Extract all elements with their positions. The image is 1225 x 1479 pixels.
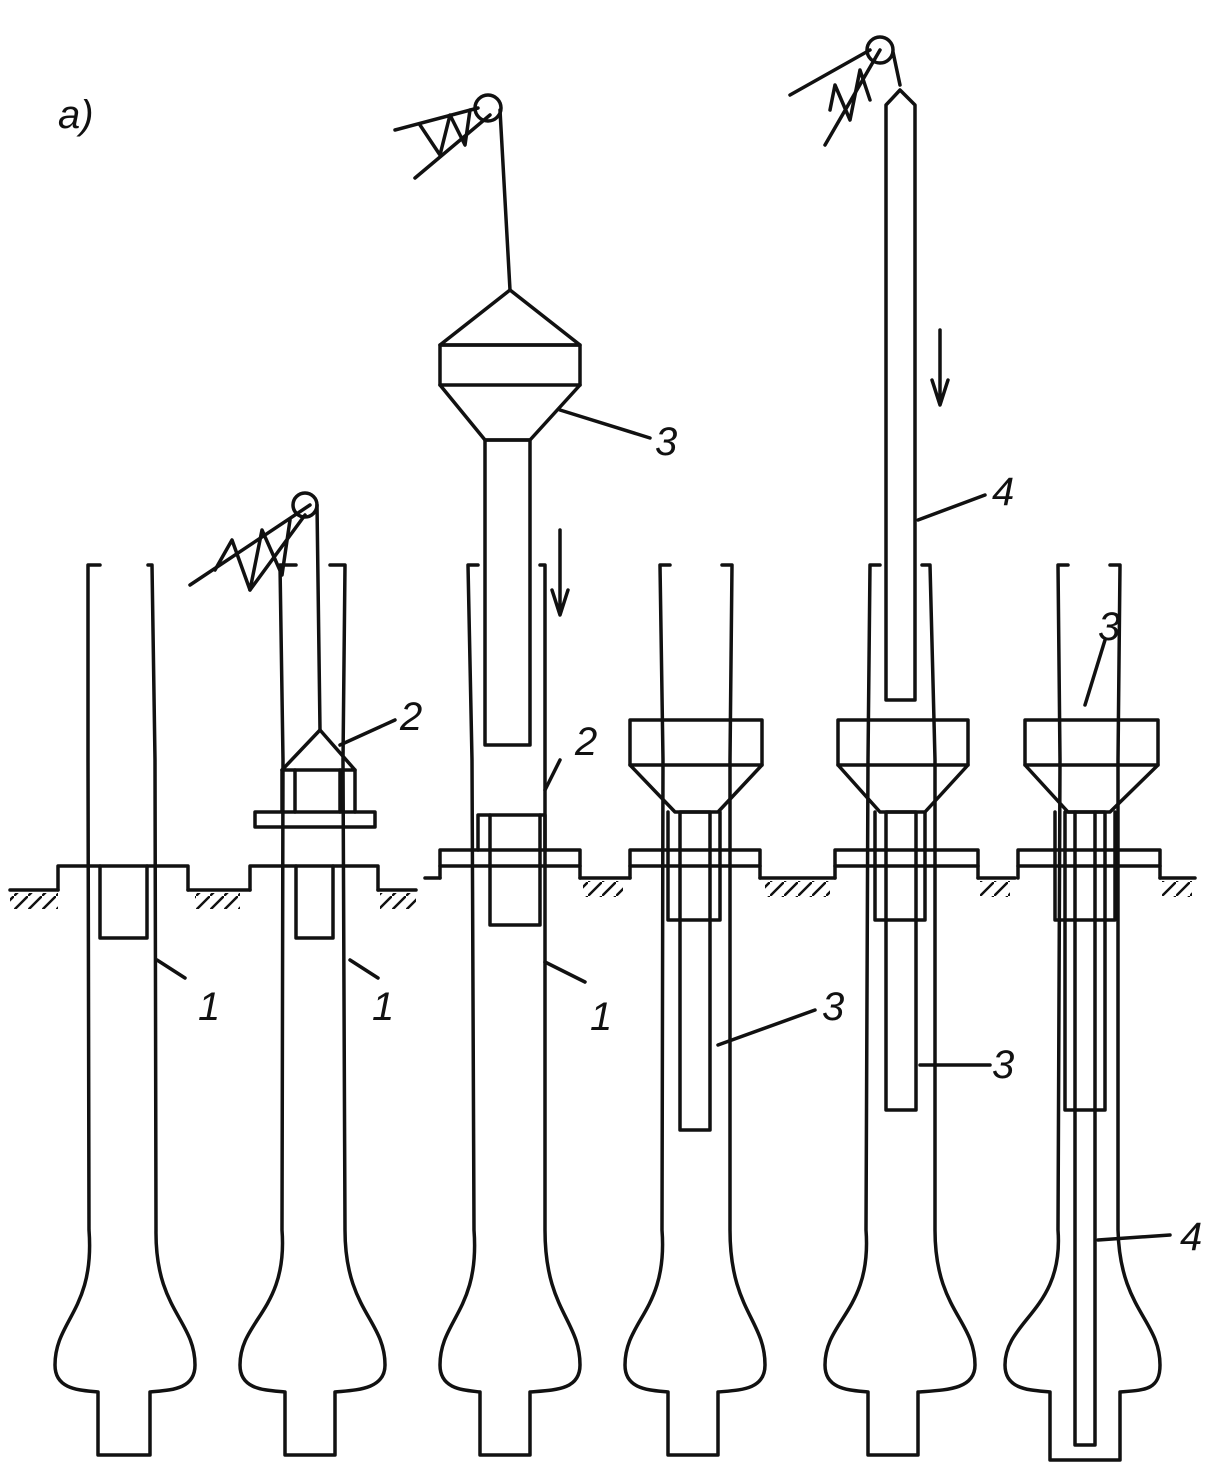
stage-6-pipe-placed: 3 4 xyxy=(1003,563,1202,1462)
pipe-label: 4 xyxy=(1180,1215,1202,1259)
guide-label: 2 xyxy=(399,695,422,739)
tremie-label: 3 xyxy=(992,1043,1014,1087)
tremie-hopper-label: 3 xyxy=(655,420,677,464)
stage-3-guide-installed: 1 2 3 xyxy=(393,93,677,1457)
stage-2-guide-lowering: 1 2 xyxy=(188,491,422,1457)
pipe-label: 4 xyxy=(992,470,1014,514)
stage-4-tremie-placed: 3 xyxy=(623,563,844,1457)
panel-label: a) xyxy=(58,93,94,137)
guide-label: 2 xyxy=(574,720,597,764)
pit-label: 1 xyxy=(198,985,220,1029)
pit-label: 1 xyxy=(590,995,612,1039)
stage-1-pit: 1 xyxy=(53,563,220,1457)
ground-surface xyxy=(8,876,1197,909)
tremie-hopper-label: 3 xyxy=(1098,605,1120,649)
tremie-label: 3 xyxy=(822,985,844,1029)
pit-label: 1 xyxy=(372,985,394,1029)
stage-5-pipe-lowering: 3 4 xyxy=(788,35,1014,1457)
